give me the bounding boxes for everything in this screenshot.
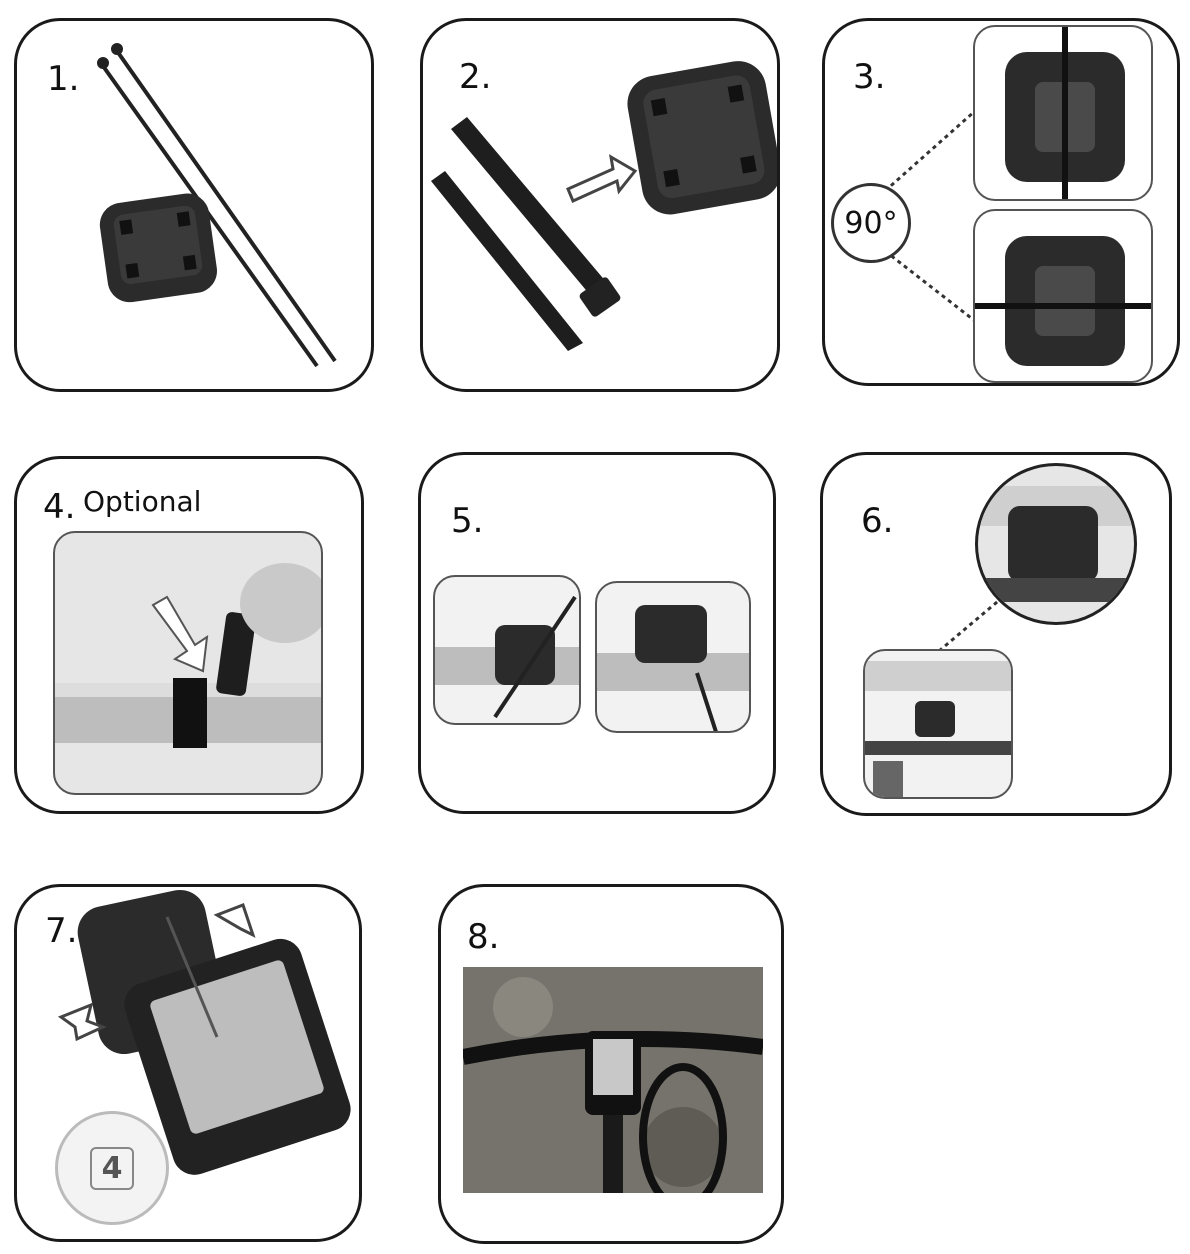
step-4-panel: 4. Optional [14, 456, 364, 814]
step-3-number: 3. [853, 57, 886, 97]
cable-ties-cut [431, 117, 618, 351]
step-8-photo [463, 967, 763, 1193]
step-4-number: 4. [43, 487, 76, 527]
badge-label: 4 [89, 1146, 135, 1190]
step-2-number: 2. [459, 57, 492, 97]
step-3-detail-bottom [973, 209, 1153, 383]
step-8-panel: 8. [438, 884, 784, 1244]
step-7-panel: 7. 4 [14, 884, 362, 1242]
step-6-panel: 6. [820, 452, 1172, 816]
step-3-panel: 3. 90° [822, 18, 1180, 386]
angle-badge: 90° [831, 183, 911, 263]
step-7-illustration [57, 889, 351, 1175]
step-2-panel: 2. [420, 18, 780, 392]
arrow-outline [566, 154, 638, 204]
mount-base [99, 193, 217, 303]
step-6-zoom [975, 463, 1137, 625]
step-6-leader-line [938, 595, 1004, 653]
mount-base [627, 61, 777, 215]
step-5-number: 5. [451, 501, 484, 541]
step-3-leader-lines [884, 109, 976, 323]
step-1-number: 1. [47, 59, 80, 99]
step-7-number: 7. [45, 911, 78, 951]
step-6-number: 6. [861, 501, 894, 541]
step-6-photo [863, 649, 1013, 799]
step-1-illustration [97, 43, 337, 368]
step-4-photo [53, 531, 323, 795]
step-5-photo-left [433, 575, 581, 725]
badge-circle: 4 [55, 1111, 169, 1225]
step-8-number: 8. [467, 917, 500, 957]
cable-ties [101, 49, 337, 368]
step-2-illustration [431, 61, 777, 351]
step-1-panel: 1. [14, 18, 374, 392]
step-4-note: Optional [83, 485, 202, 518]
step-5-photo-right [595, 581, 751, 733]
step-3-detail-top [973, 25, 1153, 201]
angle-label: 90° [844, 205, 898, 241]
step-5-panel: 5. [418, 452, 776, 814]
